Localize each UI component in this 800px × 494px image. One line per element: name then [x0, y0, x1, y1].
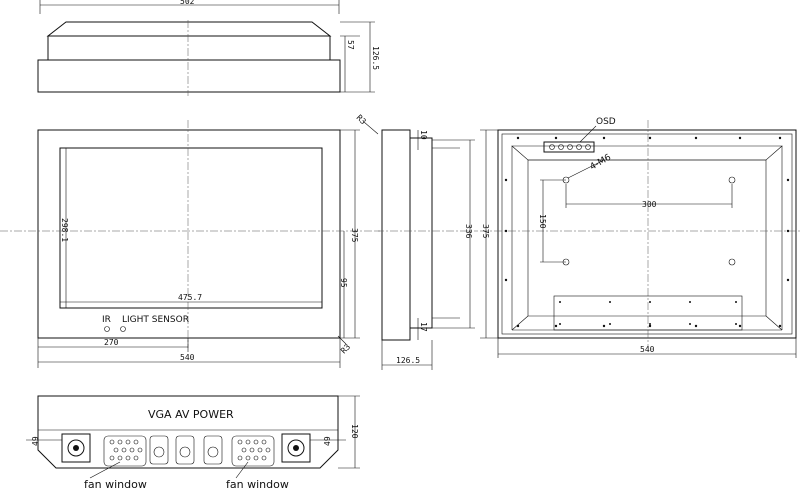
fan-window-right-label: fan window — [226, 478, 289, 491]
side-view: 10 336 17 126.5 — [376, 129, 478, 370]
bottom-right-dim: 49 — [323, 436, 332, 446]
front-95-dim: 95 — [339, 278, 348, 288]
front-270-dim: 270 — [104, 338, 119, 347]
back-540-dim: 540 — [640, 345, 655, 354]
bottom-view: VGA AV POWER 49 49 — [26, 395, 360, 491]
screw-label: 4-M6 — [589, 153, 614, 173]
screen-width-dim: 475.7 — [178, 293, 202, 302]
side-336-dim: 336 — [464, 224, 473, 239]
bottom-height-dim: 120 — [350, 424, 359, 439]
osd-label: OSD — [596, 117, 616, 127]
front-height-dim: 375 — [350, 228, 359, 243]
front-view: 298.1 475.7 IR LIGHT SENSOR 375 95 270 5… — [0, 113, 380, 368]
back-view: OSD 4-M6 300 150 — [480, 117, 800, 358]
top-view: 502 57 126.5 — [37, 0, 380, 96]
screen-height-dim: 298.1 — [60, 218, 69, 242]
side-depth-dim: 126.5 — [396, 356, 420, 365]
vesa-150-dim: 150 — [538, 214, 547, 229]
fan-window-left-label: fan window — [84, 478, 147, 491]
top-h2-dim: 126.5 — [371, 46, 380, 70]
top-width-dim: 502 — [180, 0, 195, 6]
radius-top-dim: R3 — [355, 113, 368, 126]
ir-label: IR — [102, 315, 111, 325]
ports-label: VGA AV POWER — [148, 408, 234, 421]
back-375-dim: 375 — [481, 224, 490, 239]
side-17-dim: 17 — [419, 322, 428, 332]
vesa-300-dim: 300 — [642, 200, 657, 209]
top-h1-dim: 57 — [346, 40, 355, 50]
light-sensor-label: LIGHT SENSOR — [122, 315, 189, 325]
front-540-dim: 540 — [180, 353, 195, 362]
bottom-left-dim: 49 — [31, 436, 40, 446]
side-top-dim: 10 — [419, 130, 428, 140]
